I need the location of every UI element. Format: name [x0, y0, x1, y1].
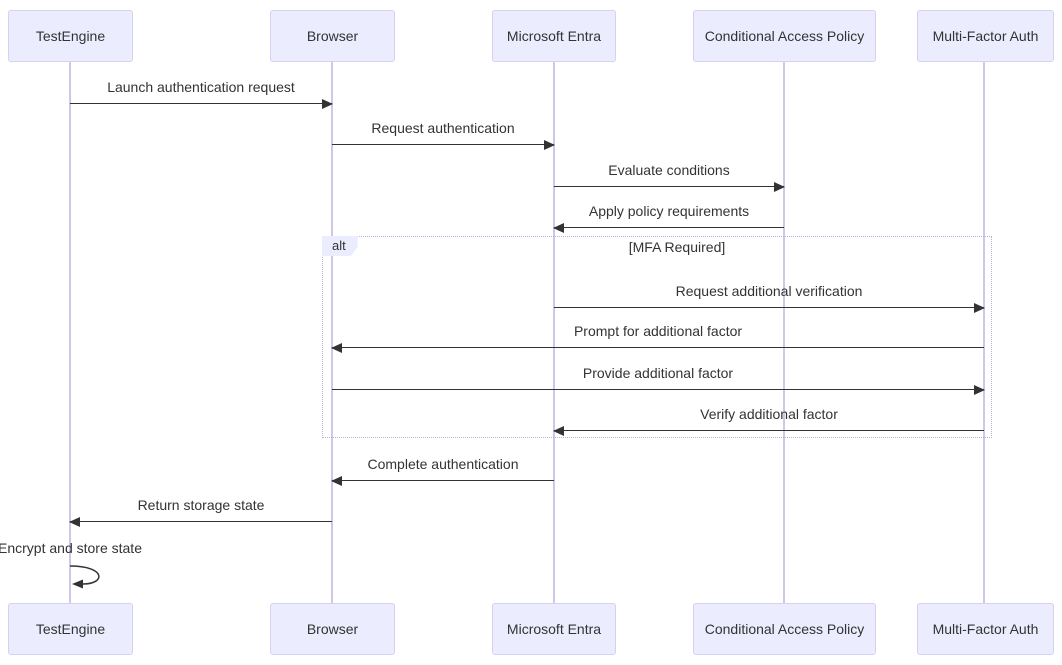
message-line [70, 98, 333, 109]
message-label: Return storage state [137, 497, 265, 513]
message-label: Request additional verification [675, 283, 863, 299]
arrowhead-icon [322, 98, 333, 109]
alt-label-tab: alt [322, 236, 358, 256]
actor-microsoft-entra-top: Microsoft Entra [492, 10, 616, 62]
lifeline-browser [331, 62, 333, 603]
actor-browser-top: Browser [270, 10, 395, 62]
message-line [332, 384, 985, 395]
message-line [553, 425, 984, 436]
arrowhead-icon [72, 579, 83, 589]
arrowhead-icon [553, 222, 564, 233]
message-label: Provide additional factor [582, 365, 734, 381]
message-line [554, 302, 985, 313]
message-line [331, 342, 984, 353]
actor-testengine-top: TestEngine [8, 10, 133, 62]
message-label: Launch authentication request [107, 79, 295, 95]
actor-testengine-bottom: TestEngine [8, 603, 133, 655]
self-loop-arrow-icon [69, 565, 100, 589]
arrowhead-icon [331, 475, 342, 486]
lifeline-testengine [69, 62, 71, 603]
actor-conditional-access-policy-bottom: Conditional Access Policy [693, 603, 876, 655]
message-label: Verify additional factor [700, 406, 838, 422]
arrowhead-icon [974, 302, 985, 313]
actor-multi-factor-auth-top: Multi-Factor Auth [917, 10, 1054, 62]
arrowhead-icon [974, 384, 985, 395]
message-label: Evaluate conditions [608, 162, 730, 178]
arrowhead-icon [331, 342, 342, 353]
arrowhead-icon [774, 181, 785, 192]
message-label: Prompt for additional factor [573, 323, 743, 339]
arrowhead-icon [69, 516, 80, 527]
message-line [331, 475, 554, 486]
message-label: Complete authentication [367, 456, 519, 472]
message-line [553, 222, 784, 233]
message-line [554, 181, 785, 192]
message-label: Request authentication [371, 120, 515, 136]
self-message-loop [69, 563, 118, 596]
actor-conditional-access-policy-top: Conditional Access Policy [693, 10, 876, 62]
actor-microsoft-entra-bottom: Microsoft Entra [492, 603, 616, 655]
message-label: Apply policy requirements [588, 203, 750, 219]
actor-multi-factor-auth-bottom: Multi-Factor Auth [917, 603, 1054, 655]
message-line [69, 516, 332, 527]
message-line [332, 139, 555, 150]
lifeline-conditional-access-policy [783, 62, 785, 603]
arrowhead-icon [553, 425, 564, 436]
lifeline-multi-factor-auth [983, 62, 985, 603]
arrowhead-icon [544, 139, 555, 150]
alt-fragment [322, 236, 992, 438]
lifeline-microsoft-entra [553, 62, 555, 603]
alt-condition-label: [MFA Required] [628, 239, 726, 255]
message-label-self: Encrypt and store state [0, 540, 142, 556]
actor-browser-bottom: Browser [270, 603, 395, 655]
